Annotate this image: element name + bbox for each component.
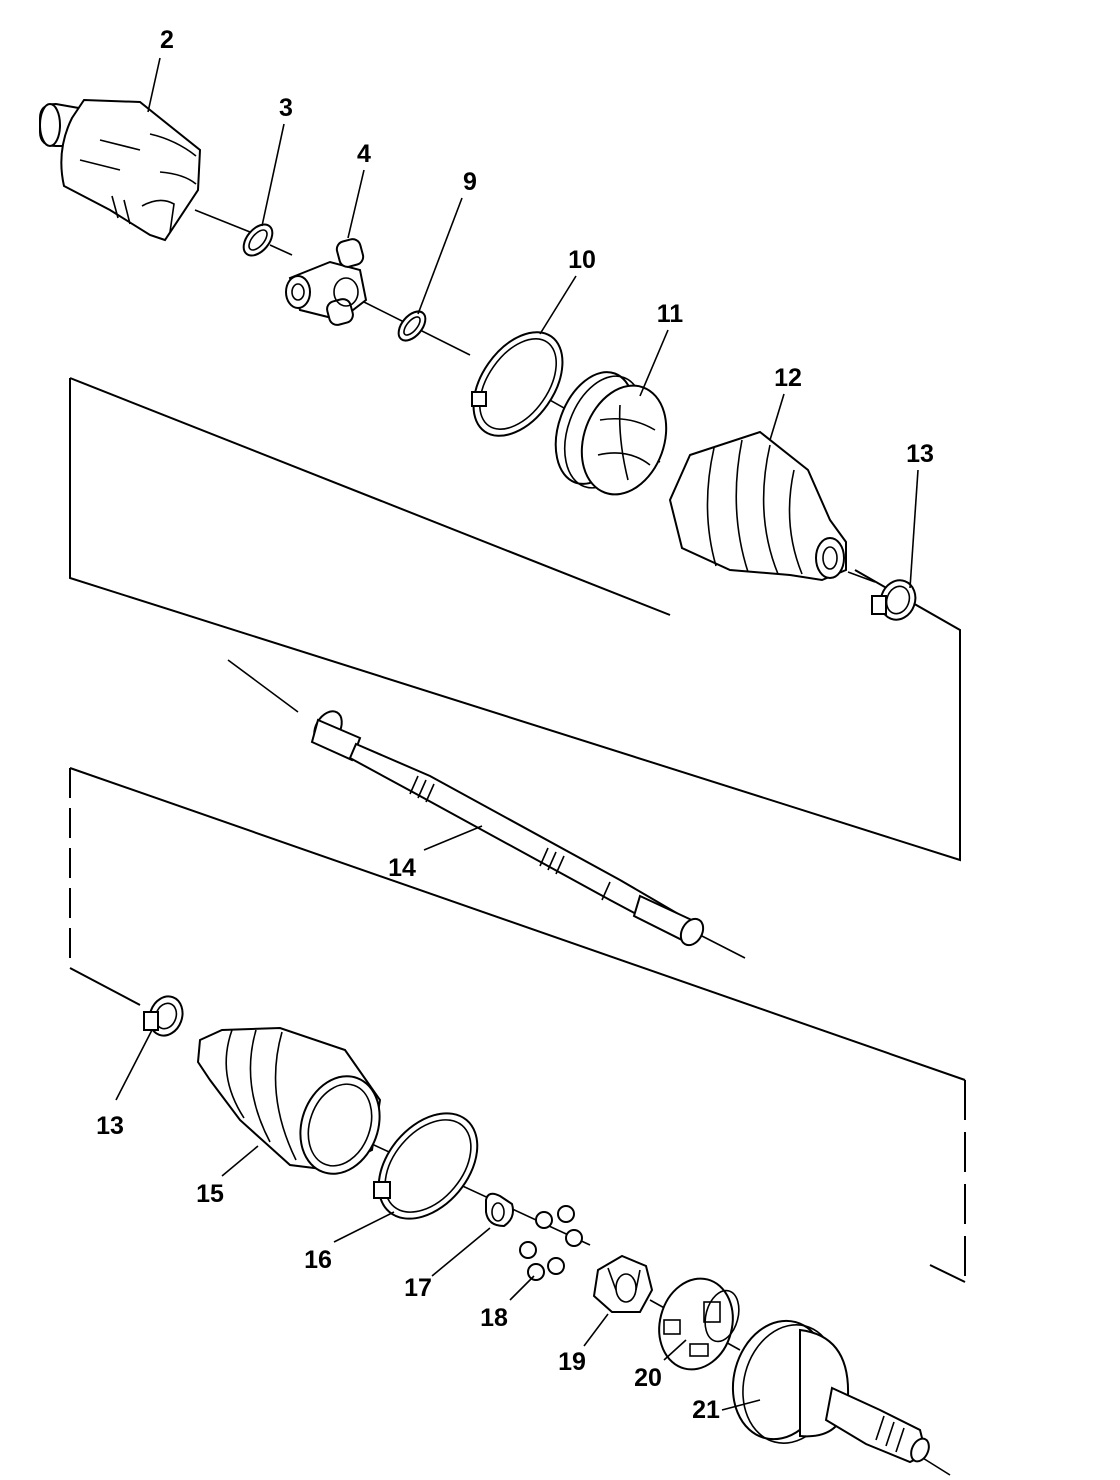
label-part-14: 14	[388, 854, 416, 882]
lower-group-frame	[69, 767, 966, 1283]
upper-group-frame	[69, 377, 961, 862]
leader-lines	[115, 57, 919, 1411]
label-part-2: 2	[160, 26, 174, 54]
inner-joint-housing	[39, 98, 202, 242]
tripod-spider	[285, 238, 368, 326]
label-part-10: 10	[568, 246, 596, 274]
label-part-20: 20	[634, 1364, 662, 1392]
label-part-3: 3	[279, 94, 293, 122]
inner-race	[592, 1254, 654, 1313]
label-part-4: 4	[357, 140, 371, 168]
label-part-21: 21	[692, 1396, 720, 1424]
outer-boot	[196, 1026, 382, 1175]
small-boot-clamp-upper	[871, 579, 917, 621]
label-part-15: 15	[196, 1180, 224, 1208]
label-part-16: 16	[304, 1246, 332, 1274]
label-part-18: 18	[480, 1304, 508, 1332]
label-part-13-lower: 13	[96, 1112, 124, 1140]
label-part-11: 11	[657, 300, 684, 328]
inner-boot	[668, 430, 847, 582]
large-boot-clamp-lower	[373, 1112, 479, 1220]
small-boot-clamp-lower	[143, 995, 184, 1037]
large-boot-clamp-upper	[471, 331, 564, 437]
label-part-13-upper: 13	[906, 440, 934, 468]
label-part-19: 19	[558, 1348, 586, 1376]
label-part-17: 17	[404, 1274, 432, 1302]
bearing-cage	[658, 1277, 740, 1371]
halfshaft-bar	[310, 710, 705, 947]
boot-retainer	[554, 371, 668, 496]
callout-labels: 2 3 4 9 10 11 12 13 14 13 15 16 17 18 19…	[96, 26, 934, 1424]
snap-ring-9	[397, 310, 427, 342]
label-part-9: 9	[463, 168, 477, 196]
retaining-ring	[485, 1192, 514, 1228]
bearing-balls	[519, 1205, 583, 1281]
snap-ring-3	[242, 223, 274, 257]
label-part-12: 12	[774, 364, 802, 392]
outer-race-stub-shaft	[731, 1319, 930, 1464]
